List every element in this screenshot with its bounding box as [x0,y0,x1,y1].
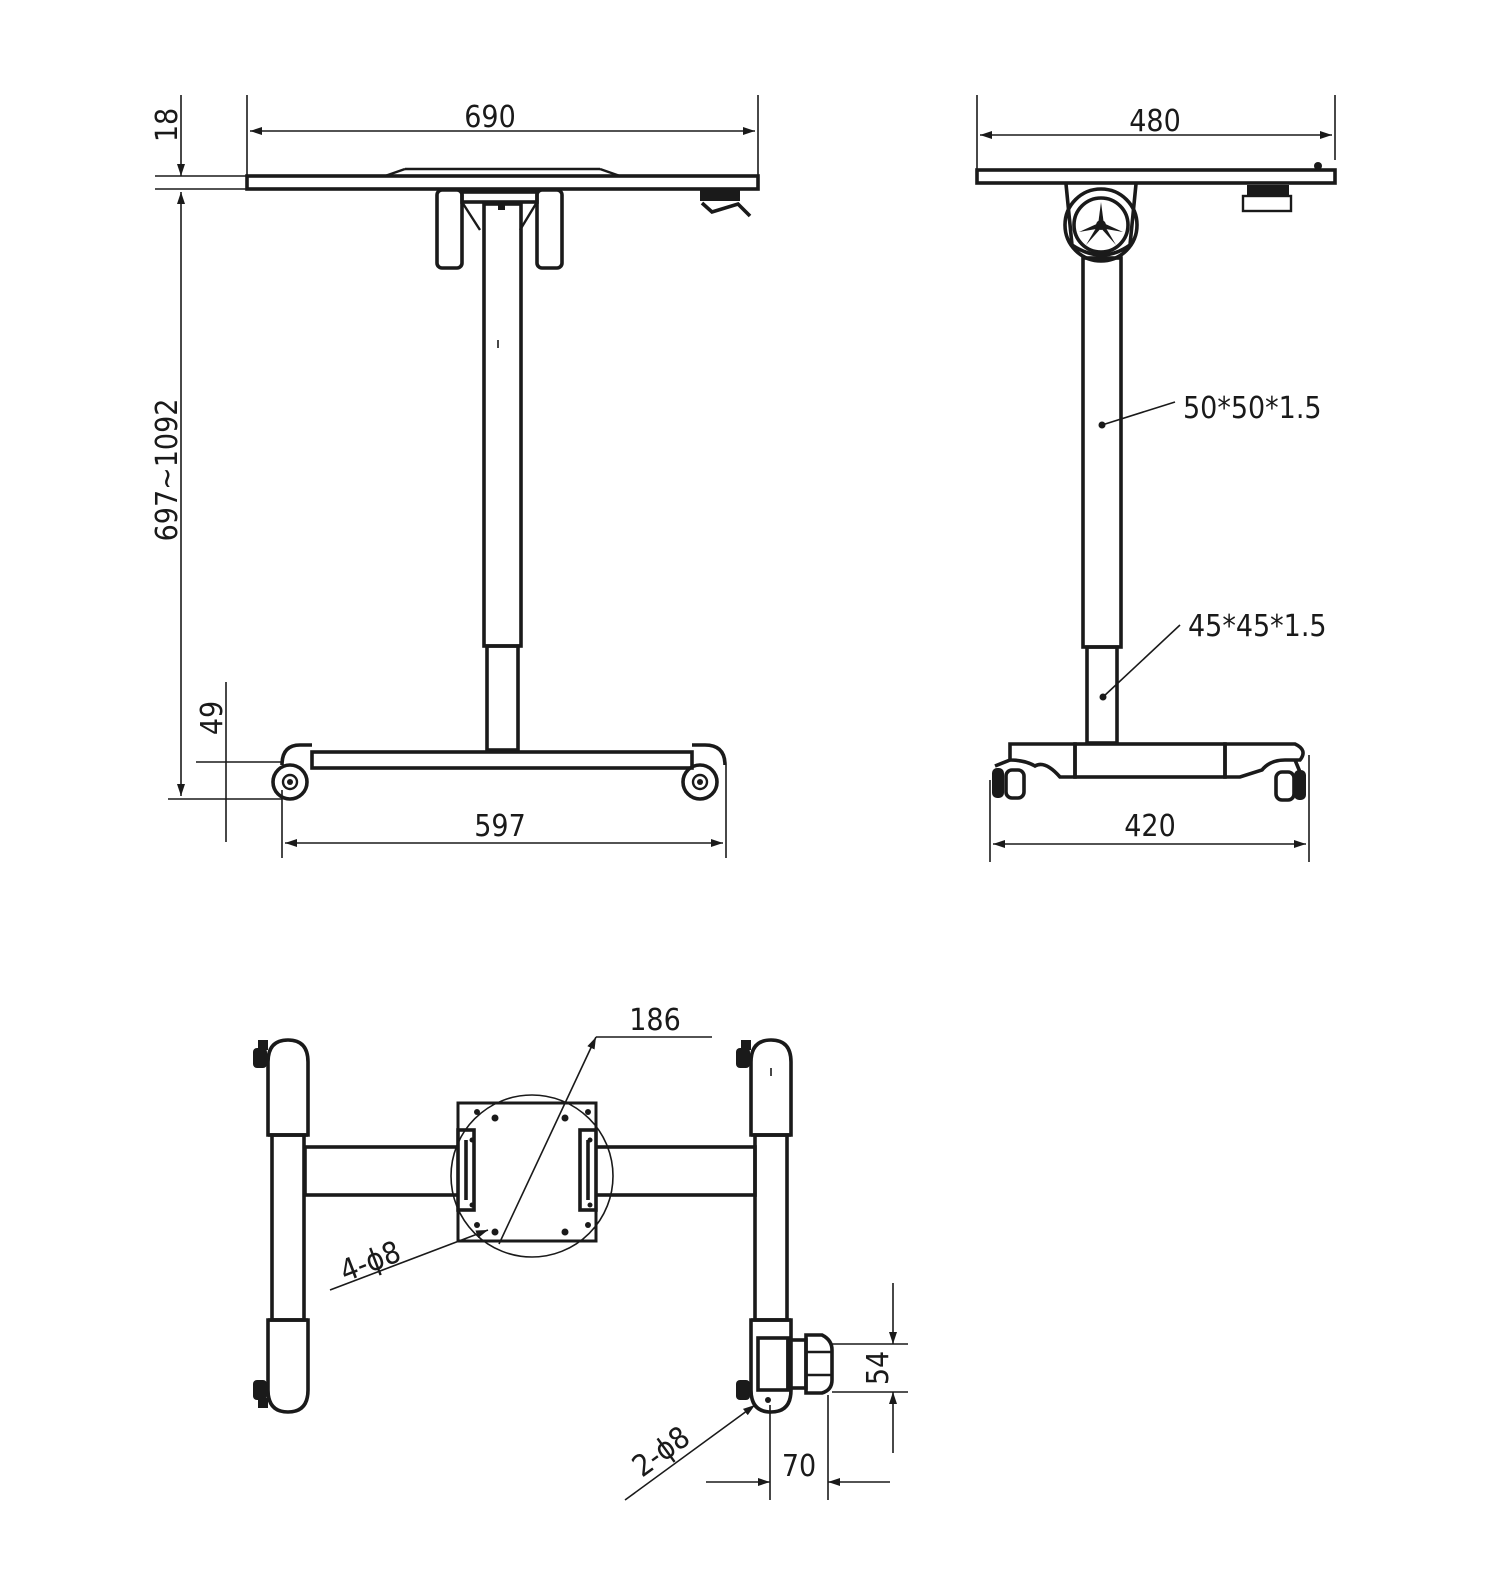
dim-pedal-height: 54 [832,1283,908,1453]
bottom-right-leg [736,1038,793,1414]
side-left-caster [992,758,1026,800]
dim-top-width-label: 690 [464,100,516,135]
front-view: 690 18 697~1092 49 597 [150,95,760,858]
gear-icon [1063,187,1139,263]
dim-top-thickness: 18 [150,95,247,190]
front-handle-lever [700,189,752,218]
dim-base-width-label: 420 [1124,809,1176,844]
side-right-caster [1274,759,1306,802]
front-top-bracket [435,188,564,270]
dim-top-depth-label: 480 [1129,104,1181,139]
bottom-left-leg [253,1038,310,1414]
side-base-left-arm [1008,742,1077,779]
bottom-mounting-plate [450,1094,614,1258]
upper-tube-label: 50*50*1.5 [1183,391,1322,426]
dim-top-depth: 480 [976,95,1336,170]
dim-top-thickness-label: 18 [150,108,185,142]
dim-pedal-height-label: 54 [861,1351,896,1385]
plate-holes-label: 4-ϕ8 [335,1235,405,1290]
dim-pedal-width: 70 [706,1395,890,1500]
bottom-pedal [756,1333,834,1403]
leader-upper-tube: 50*50*1.5 [1098,391,1322,429]
dim-base-length: 597 [281,765,727,858]
dim-height-range-label: 697~1092 [150,399,185,542]
dim-base-width: 420 [989,755,1310,862]
pedal-holes-label: 2-ϕ8 [626,1420,697,1485]
dim-caster-height: 49 [195,682,282,842]
dim-top-width: 690 [246,95,759,176]
front-upper-column [482,202,523,648]
front-top-plate-left [384,167,406,178]
bottom-view: 186 4-ϕ8 2-ϕ8 54 70 [253,1003,908,1501]
side-table-top [975,168,1337,185]
front-left-caster-housing [280,743,312,766]
front-table-top [245,174,760,191]
dim-caster-height-label: 49 [195,701,230,735]
front-left-caster [271,763,309,801]
leader-pedal-holes: 2-ϕ8 [624,1404,756,1501]
side-base-block [1073,742,1227,779]
dim-plate-size: 186 [498,1003,712,1245]
dim-height-range: 697~1092 [150,192,282,800]
dim-plate-size-label: 186 [629,1003,681,1038]
dim-pedal-width-label: 70 [782,1449,816,1484]
leader-plate-holes: 4-ϕ8 [329,1229,489,1291]
front-base-bar [310,750,694,770]
side-base-right-arm [1223,742,1305,779]
side-handle-lever [1241,162,1322,213]
lower-tube-label: 45*45*1.5 [1188,609,1327,644]
side-view: 480 50*50*1.5 45*45*1.5 420 [975,95,1337,862]
leader-lower-tube: 45*45*1.5 [1099,609,1327,701]
dim-base-length-label: 597 [474,809,526,844]
front-right-caster-housing [692,743,727,766]
front-right-caster [681,763,719,801]
front-top-plate-right [599,167,621,178]
side-top-bracket [1063,183,1139,263]
front-lower-column [485,644,520,752]
side-upper-column [1081,256,1123,649]
